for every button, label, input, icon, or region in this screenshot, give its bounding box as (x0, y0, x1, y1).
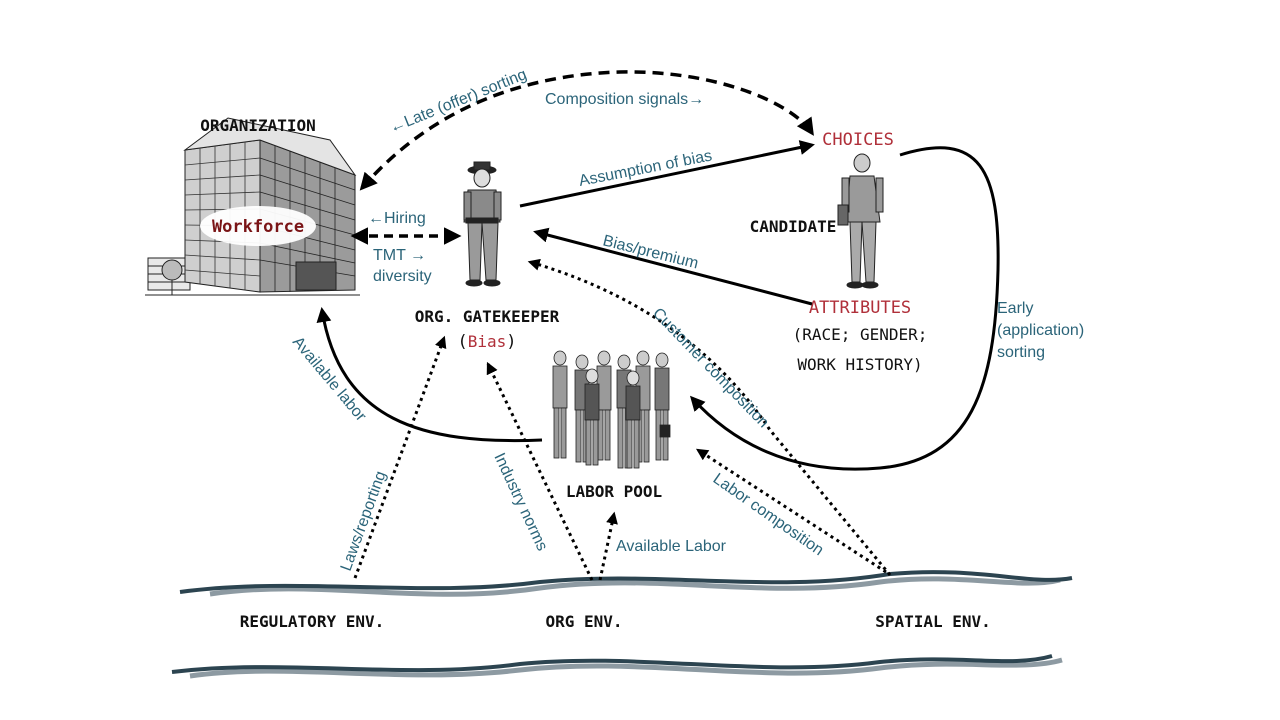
available-labor-pool-arrow (598, 511, 618, 581)
industry-norms-arrow (486, 361, 594, 581)
early-sorting-label-3: sorting (997, 344, 1045, 361)
available-labor-pool-label: Available Labor (616, 538, 727, 555)
available-labor-left-label: Available labor (289, 334, 370, 426)
attributes-detail-line-1: (race; gender; (793, 325, 928, 344)
industry-norms-label: Industry norms (490, 451, 550, 554)
late-sorting-label: ←Late (offer) sorting (387, 66, 529, 137)
org-env-label: Org Env. (545, 612, 622, 631)
spatial-env-label: Spatial Env. (875, 612, 991, 631)
composition-signals-label: Composition signals→ (545, 91, 704, 108)
organization-label: Organization (200, 116, 316, 135)
labor-composition-label: Labor composition (710, 470, 827, 559)
candidate-figure-illustration (837, 153, 884, 289)
gatekeeper-bias-group: (Bias) (457, 332, 516, 352)
gatekeeper-label: Org. Gatekeeper (415, 307, 560, 326)
bias-premium-arrow (533, 227, 813, 306)
laws-reporting-arrow (353, 335, 447, 579)
hiring-label: ←Hiring (368, 210, 426, 227)
assumption-of-bias-arrow (519, 140, 815, 208)
gatekeeper-figure-illustration (463, 161, 502, 287)
early-sorting-label-2: (application) (997, 322, 1084, 339)
environment-lower-line (171, 654, 1063, 679)
labor-pool-label: Labor Pool (566, 482, 662, 501)
attributes-label: Attributes (809, 298, 911, 318)
gatekeeper-bias-label: Bias (468, 332, 507, 351)
choices-label: Choices (822, 130, 894, 150)
available-labor-arrow (316, 307, 543, 443)
workforce-label: Workforce (212, 217, 304, 237)
early-sorting-label-1: Early (997, 300, 1033, 317)
early-sorting-arrow (689, 146, 1000, 471)
candidate-label: Candidate (750, 217, 837, 236)
regulatory-env-label: Regulatory Env. (240, 612, 385, 631)
attributes-detail-line-2: work history) (797, 355, 922, 374)
bias-premium-label: Bias/premium (601, 232, 700, 272)
tmt-diversity-label-1: TMT → (373, 247, 426, 264)
tmt-diversity-label-2: diversity (373, 268, 432, 285)
labor-composition-arrow (695, 448, 887, 574)
environment-upper-line (179, 570, 1073, 597)
labor-pool-crowd-illustration (552, 350, 671, 469)
workforce-highlight (200, 206, 316, 246)
